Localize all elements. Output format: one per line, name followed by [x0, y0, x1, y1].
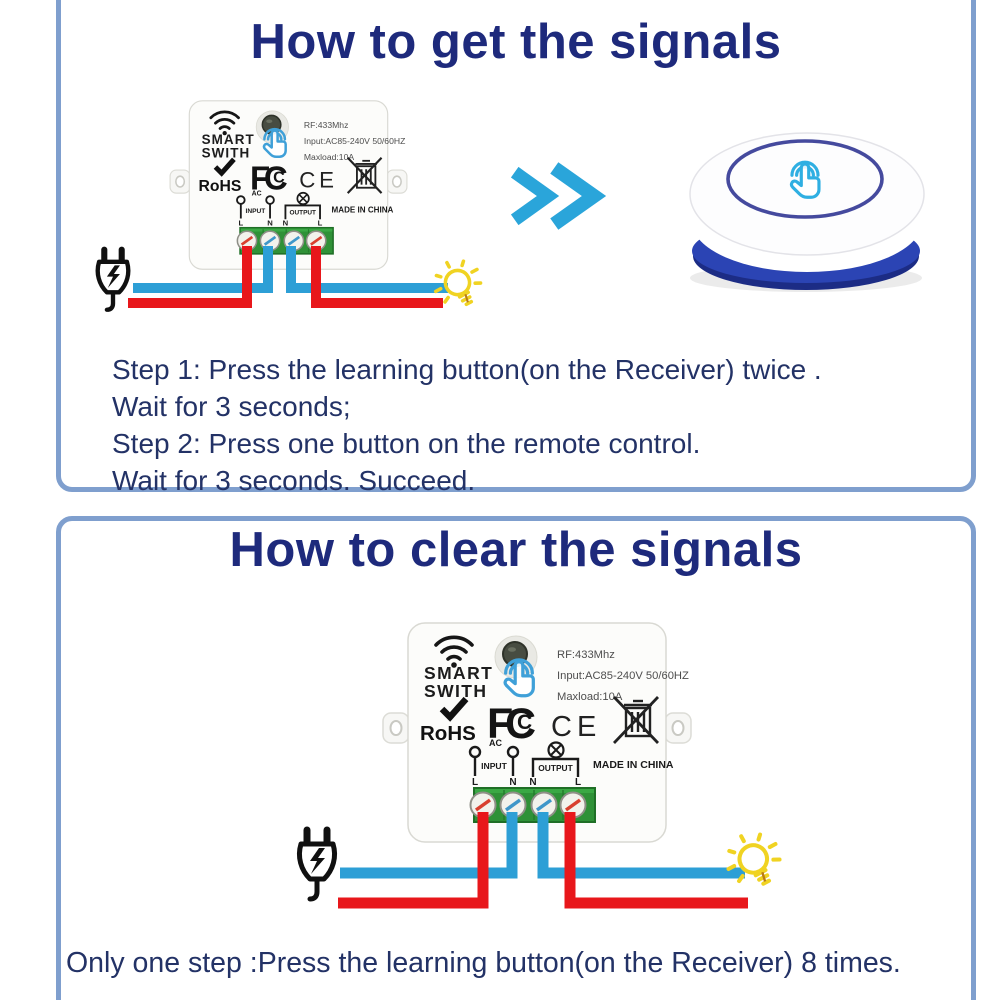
rohs-label: RoHS [420, 722, 476, 745]
checkmark-icon [439, 696, 469, 722]
wiring-legend: AC INPUT OUTPUT L N N L [468, 738, 581, 788]
brand-line2: SWITH [202, 146, 251, 161]
spec-input: Input:AC85-240V 50/60HZ [304, 136, 405, 146]
wiring-legend: AC INPUT OUTPUT L N N L [236, 190, 323, 227]
step-line: Wait for 3 seconds. Succeed. [112, 465, 476, 496]
device-body [407, 622, 667, 843]
light-bulb-icon [722, 828, 788, 900]
brand-line1: SMART [424, 663, 493, 683]
ce-mark: CE [551, 711, 601, 743]
svg-text:F: F [250, 160, 270, 197]
neutral-wire-blue [340, 812, 745, 879]
svg-text:N: N [509, 777, 516, 788]
touch-hand-icon [789, 160, 821, 199]
neutral-wire-blue [133, 246, 448, 293]
spec-maxload: Maxload:10A [304, 152, 355, 162]
light-bulb-icon [430, 257, 488, 316]
receiver-device-large: SMART SWITH RF:433Mhz Input:AC85-240V 50… [382, 618, 692, 848]
svg-text:INPUT: INPUT [246, 208, 266, 215]
remote-ring [726, 139, 884, 219]
power-plug-icon [86, 246, 140, 316]
receiver-device-small: SMART SWITH RF:433Mhz Input:AC85-240V 50… [169, 97, 408, 274]
svg-text:L: L [238, 218, 243, 227]
wiring-diagram-1 [128, 246, 448, 308]
svg-text:C: C [505, 700, 536, 748]
svg-text:INPUT: INPUT [481, 761, 508, 771]
svg-text:C: C [273, 168, 285, 186]
spec-rf: RF:433Mhz [304, 120, 349, 130]
live-wire-red [338, 812, 748, 909]
mounting-ears [382, 712, 692, 744]
live-wire-red [128, 246, 443, 308]
rohs-label: RoHS [199, 178, 242, 195]
brand-line2: SWITH [424, 681, 487, 701]
touch-hand-icon [262, 127, 287, 159]
receiver-device: SMART SWITH RF:433Mhz Input:AC85-240V 50… [382, 622, 692, 843]
spec-rf: RF:433Mhz [557, 649, 615, 661]
panel1-title: How to get the signals [250, 15, 782, 69]
checkmark-icon [213, 157, 236, 177]
wifi-icon [209, 110, 240, 136]
crossed-out-bin-icon [346, 157, 383, 194]
wifi-icon [434, 635, 474, 668]
receiver-device: SMART SWITH RF:433Mhz Input:AC85-240V 50… [169, 100, 408, 270]
pairing-steps: Step 1: Press the learning button(on the… [112, 351, 962, 499]
fcc-logo: F C C [250, 160, 288, 197]
svg-text:L: L [472, 777, 478, 788]
step-line: Wait for 3 seconds; [112, 391, 351, 422]
crossed-out-bin-icon [612, 696, 660, 744]
svg-text:OUTPUT: OUTPUT [289, 210, 316, 217]
svg-text:N: N [529, 777, 536, 788]
mounting-ears [169, 169, 408, 194]
double-chevron-icon [510, 162, 607, 230]
power-plug-icon [286, 826, 348, 906]
svg-text:OUTPUT: OUTPUT [538, 763, 573, 773]
step-line: Step 2: Press one button on the remote c… [112, 428, 701, 459]
wiring-diagram-2 [338, 812, 748, 909]
step-line: Step 1: Press the learning button(on the… [112, 354, 822, 385]
svg-text:C: C [264, 160, 288, 197]
svg-text:AC: AC [252, 190, 262, 197]
brand-line1: SMART [202, 132, 255, 147]
fcc-logo: F C C [487, 700, 536, 748]
svg-text:C: C [517, 711, 532, 734]
svg-text:N: N [267, 218, 273, 227]
made-in-label: MADE IN CHINA [332, 205, 394, 214]
made-in-label: MADE IN CHINA [593, 759, 674, 771]
spec-input: Input:AC85-240V 50/60HZ [557, 670, 689, 682]
svg-text:L: L [318, 218, 323, 227]
terminal-screws [469, 791, 587, 819]
panel2-title: How to clear the signals [229, 523, 803, 577]
spec-maxload: Maxload:10A [557, 691, 623, 703]
svg-text:L: L [575, 777, 581, 788]
round-remote-button [689, 132, 925, 292]
ce-mark: CE [299, 168, 338, 193]
svg-text:N: N [283, 218, 289, 227]
svg-text:AC: AC [489, 738, 502, 748]
svg-text:F: F [487, 700, 513, 748]
touch-hand-icon [503, 658, 536, 698]
terminal-block [469, 787, 596, 823]
clear-instruction: Only one step :Press the learning button… [66, 947, 901, 979]
